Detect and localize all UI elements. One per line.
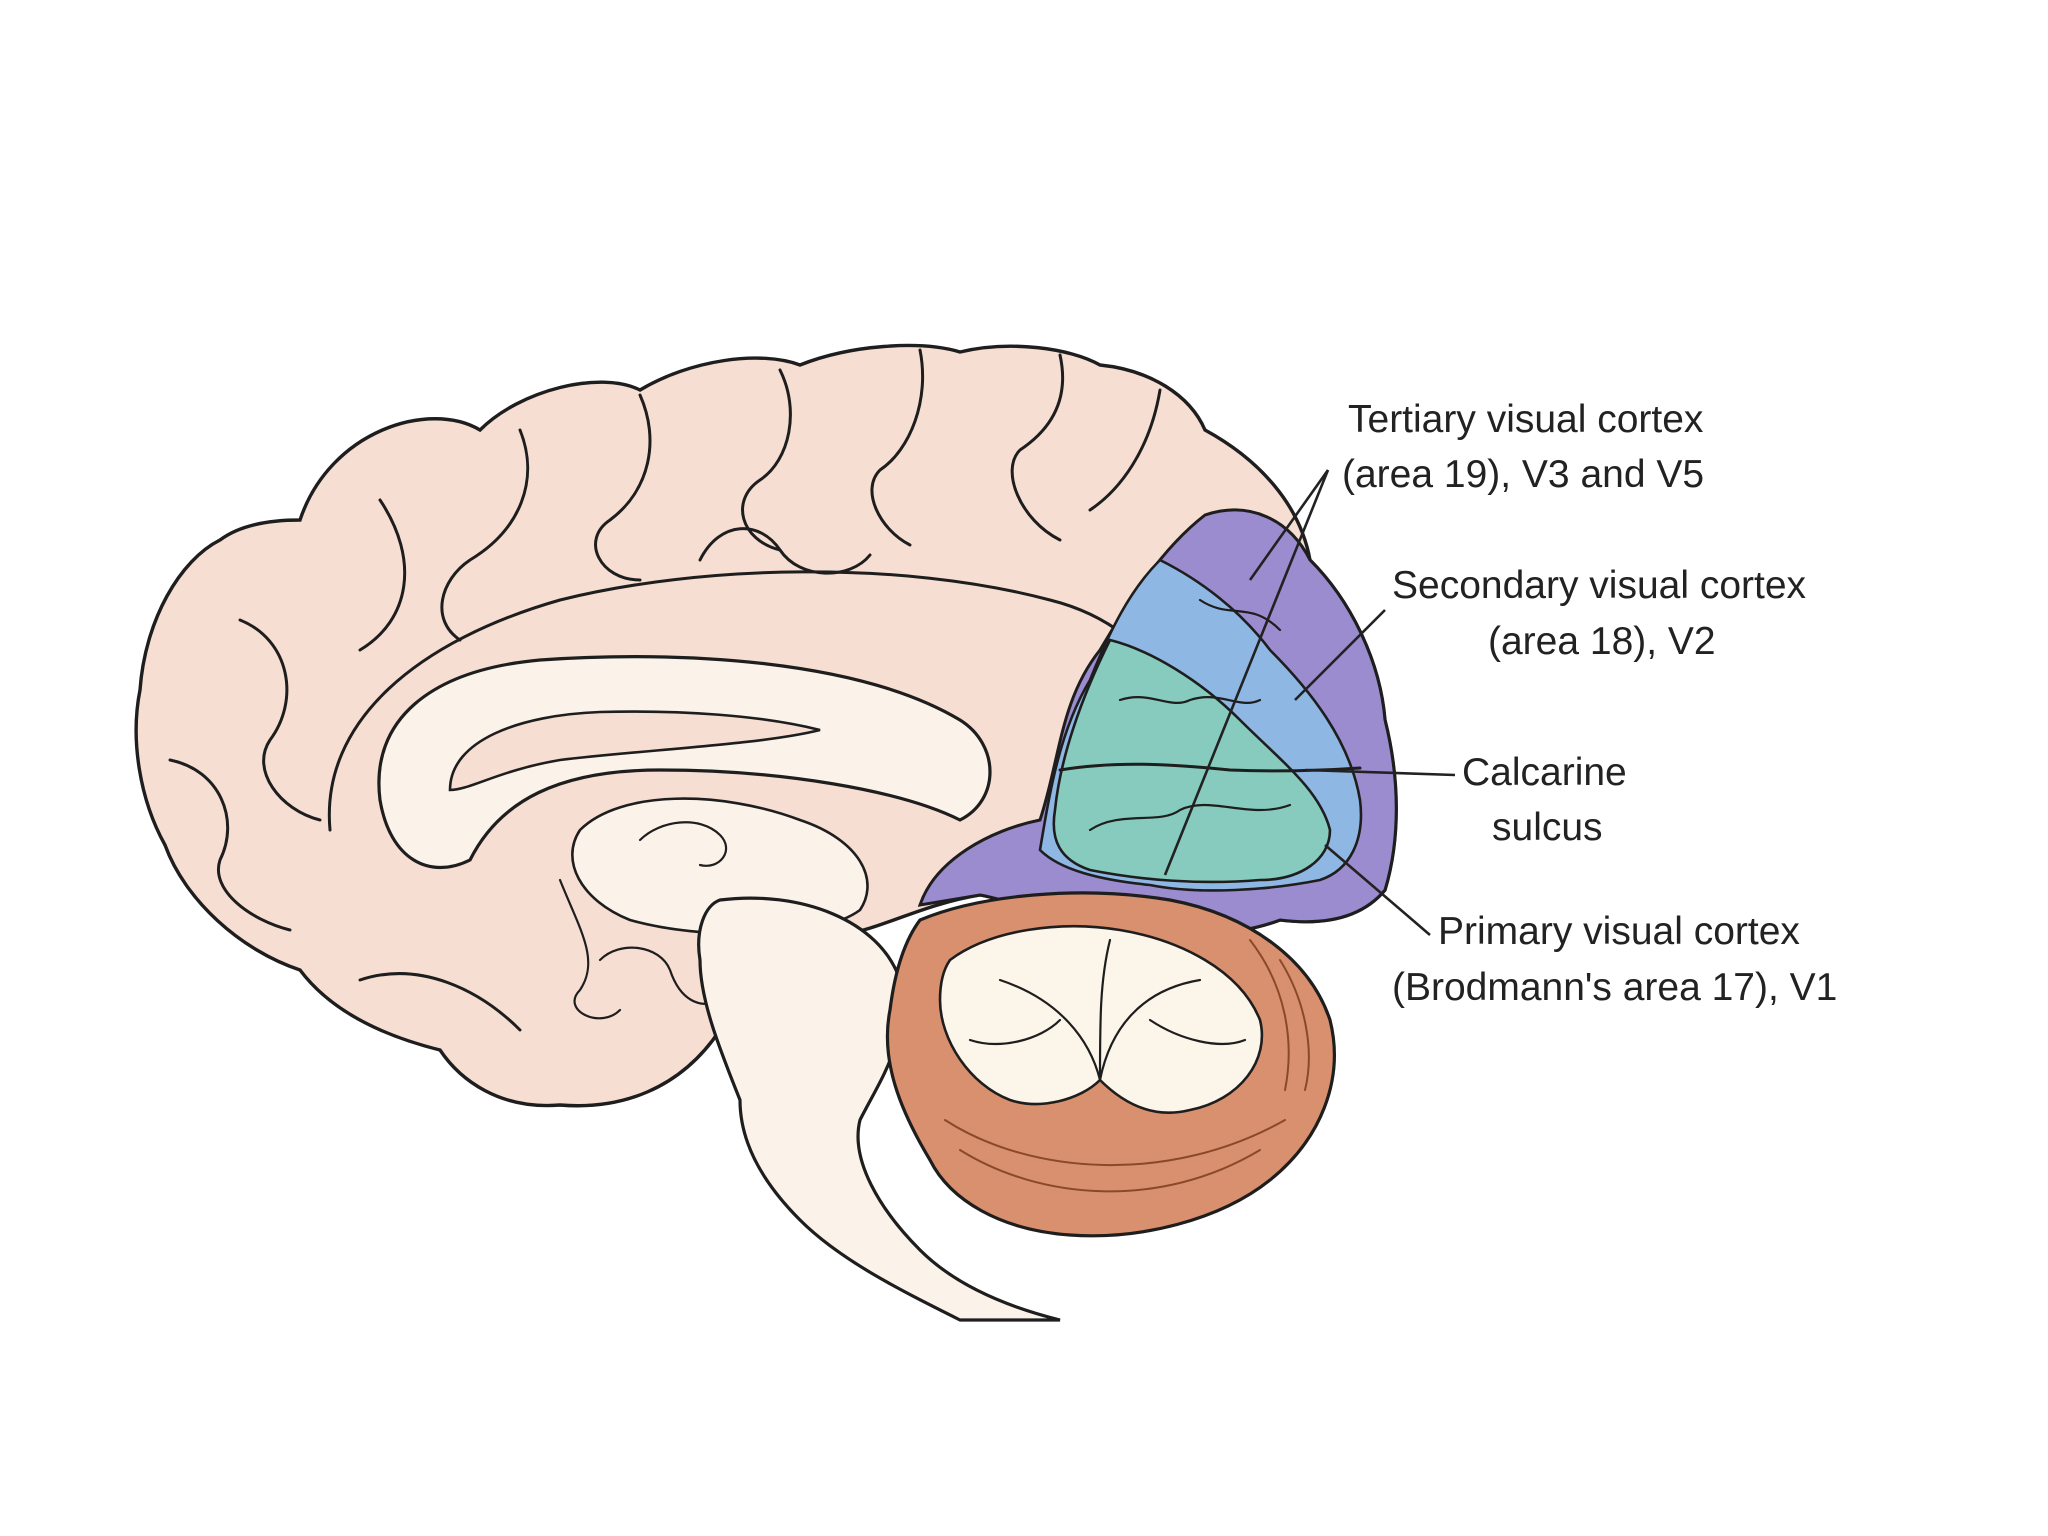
secondary-label-line2: (area 18), V2: [1488, 620, 1716, 663]
cerebellum-folia-2: [944, 1119, 1286, 1166]
area-17-primary-region: [1052, 638, 1332, 884]
sulcus-13: [698, 527, 872, 575]
visual-areas: [917, 508, 1398, 937]
sulcus-10: [168, 758, 292, 932]
sulcus-9: [238, 618, 322, 822]
leader-lines: [1163, 469, 1456, 936]
arbor-vitae-branch-3: [1098, 938, 1112, 1082]
calcarine-label-line2: sulcus: [1492, 806, 1603, 849]
tertiary-label-line2: (area 19), V3 and V5: [1342, 453, 1704, 496]
cerebellum: [885, 891, 1336, 1238]
cingulate-sulcus: [327, 570, 1172, 832]
leader-tertiary-lower: [1163, 469, 1330, 876]
lateral-ventricle: [448, 710, 821, 792]
sulcus-2: [358, 498, 407, 652]
leader-secondary: [1294, 609, 1386, 701]
tertiary-label-line1: Tertiary visual cortex: [1348, 398, 1704, 441]
occipital-gyrus-2: [1088, 803, 1292, 832]
arbor-vitae-branch-5: [1148, 1018, 1247, 1046]
sulcus-6: [870, 348, 925, 547]
leader-calcarine: [1304, 768, 1456, 777]
third-ventricle: [558, 878, 622, 1020]
fornix: [638, 821, 728, 867]
medial-structures: [377, 655, 992, 1020]
corpus-callosum: [377, 655, 992, 870]
sulcus-4: [594, 393, 652, 582]
sulcus-7: [1010, 353, 1065, 542]
arbor-vitae-branch-2: [1098, 978, 1202, 1082]
sulcus-8: [1088, 388, 1162, 512]
leader-tertiary-upper: [1248, 469, 1330, 581]
cerebellum-folia-3: [1279, 959, 1310, 1091]
arbor-vitae-branch-4: [968, 1018, 1062, 1046]
primary-label-line2: (Brodmann's area 17), V1: [1392, 966, 1837, 1009]
sulcus-3: [440, 428, 530, 642]
cerebellum-folia-4: [1249, 939, 1290, 1091]
primary-label-line1: Primary visual cortex: [1438, 910, 1800, 953]
labels: Tertiary visual cortex (area 19), V3 and…: [1342, 398, 1837, 1009]
cerebellum-folia-1: [959, 1149, 1261, 1193]
arbor-vitae-branch-1: [998, 978, 1102, 1082]
secondary-label-line1: Secondary visual cortex: [1392, 564, 1807, 607]
sulcus-11: [358, 972, 522, 1032]
hypothalamus: [598, 946, 722, 1005]
thalamus: [571, 797, 869, 936]
occipital-gyrus-1: [1118, 696, 1262, 704]
leader-primary: [1324, 844, 1431, 936]
occipital-gyrus-3: [1198, 598, 1282, 632]
sulcus-5: [741, 368, 792, 552]
calcarine-label-line1: Calcarine: [1462, 751, 1627, 794]
